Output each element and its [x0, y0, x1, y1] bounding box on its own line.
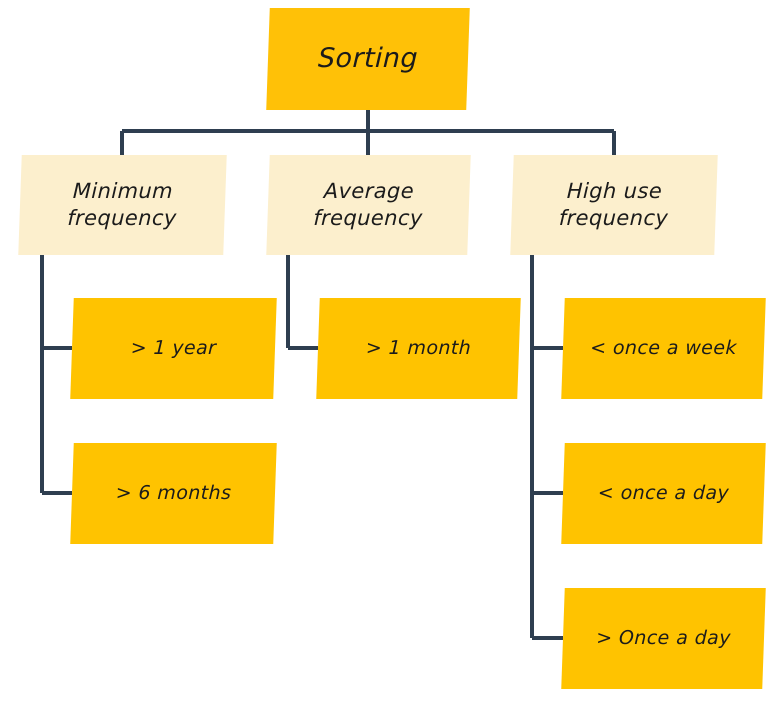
node-leaf-gt-1-month[interactable]: > 1 month — [316, 298, 521, 399]
node-branch-average-frequency[interactable]: Average frequency — [266, 155, 471, 255]
node-leaf-gt-1-year[interactable]: > 1 year — [70, 298, 277, 399]
node-leaf-lt-once-a-week[interactable]: < once a week — [561, 298, 766, 399]
node-leaf-gt-once-a-day[interactable]: > Once a day — [561, 588, 766, 689]
node-leaf-lt-once-a-day[interactable]: < once a day — [561, 443, 766, 544]
node-branch-high-use-frequency[interactable]: High use frequency — [510, 155, 718, 255]
node-root-sorting[interactable]: Sorting — [266, 8, 470, 110]
node-branch-minimum-frequency[interactable]: Minimum frequency — [18, 155, 227, 255]
node-leaf-gt-6-months[interactable]: > 6 months — [70, 443, 277, 544]
